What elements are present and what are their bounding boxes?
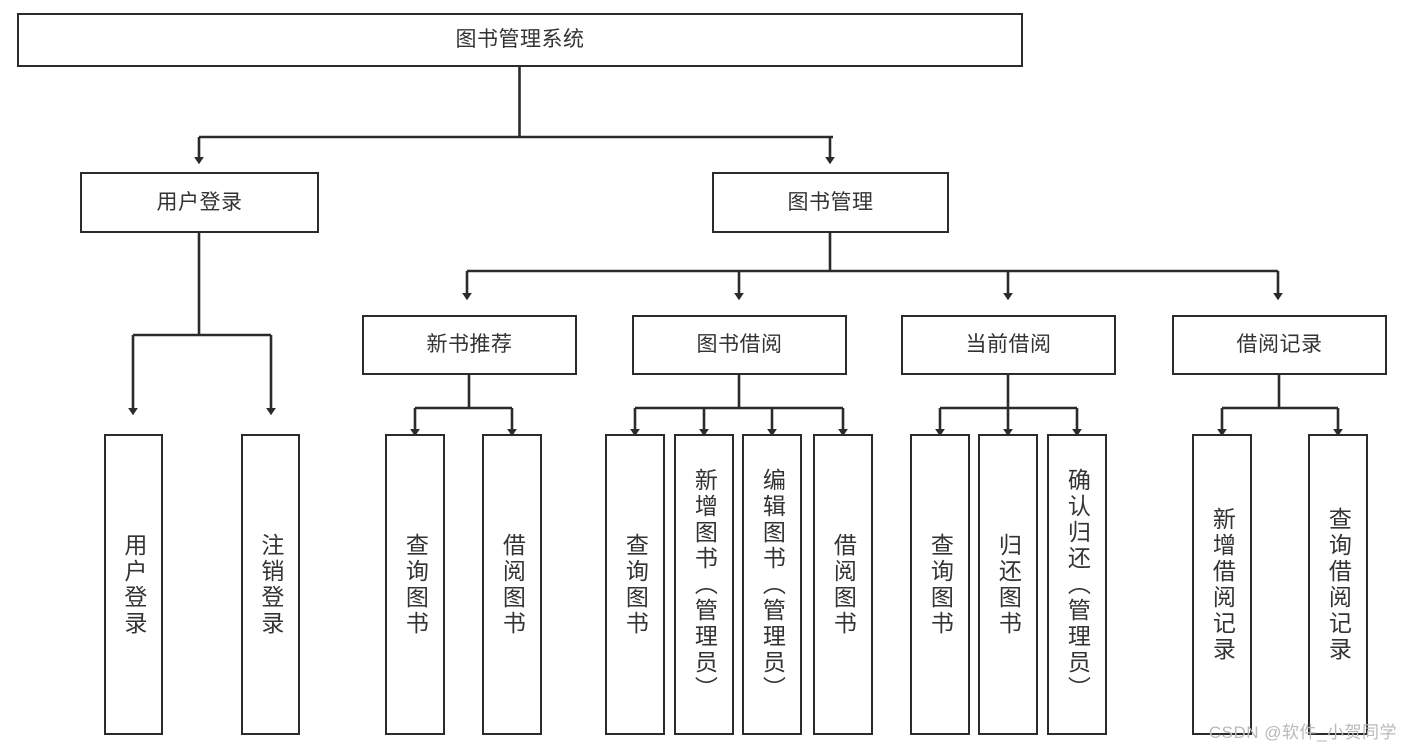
leaf-current-return-book[interactable]: 归还图书 <box>978 434 1038 735</box>
leaf-user-login[interactable]: 用户登录 <box>104 434 163 735</box>
node-book-borrow[interactable]: 图书借阅 <box>632 315 847 375</box>
leaf-current-query-book[interactable]: 查询图书 <box>910 434 970 735</box>
leaf-recommend-borrow-book[interactable]: 借阅图书 <box>482 434 542 735</box>
node-label: 图书管理系统 <box>455 28 585 52</box>
node-borrow-record[interactable]: 借阅记录 <box>1172 315 1387 375</box>
node-label: 查询借阅记录 <box>1325 506 1352 663</box>
node-current-borrow[interactable]: 当前借阅 <box>901 315 1116 375</box>
node-label: 查询图书 <box>927 532 954 637</box>
node-label: 图书借阅 <box>696 333 783 357</box>
leaf-recommend-query-book[interactable]: 查询图书 <box>385 434 445 735</box>
node-label: 用户登录 <box>120 532 147 637</box>
node-label: 注销登录 <box>257 532 284 637</box>
node-label: 查询图书 <box>622 532 649 637</box>
node-new-book-recommend[interactable]: 新书推荐 <box>362 315 577 375</box>
node-book-management[interactable]: 图书管理 <box>712 172 949 233</box>
node-label: 查询图书 <box>402 532 429 637</box>
node-root-system[interactable]: 图书管理系统 <box>17 13 1023 67</box>
node-label: 新增图书（管理员） <box>691 467 718 702</box>
leaf-current-confirm-return-admin[interactable]: 确认归还（管理员） <box>1047 434 1107 735</box>
node-label: 借阅图书 <box>830 532 857 637</box>
node-label: 图书管理 <box>787 190 874 214</box>
node-label: 借阅图书 <box>499 532 526 637</box>
node-label: 新增借阅记录 <box>1209 506 1236 663</box>
node-label: 新书推荐 <box>426 333 513 357</box>
leaf-borrow-borrow-book[interactable]: 借阅图书 <box>813 434 873 735</box>
node-label: 确认归还（管理员） <box>1064 467 1091 702</box>
node-label: 归还图书 <box>995 532 1022 637</box>
watermark-text: CSDN @软件_小贺同学 <box>1208 723 1397 742</box>
node-user-login[interactable]: 用户登录 <box>80 172 319 233</box>
leaf-user-logout[interactable]: 注销登录 <box>241 434 300 735</box>
leaf-record-add-borrow-record[interactable]: 新增借阅记录 <box>1192 434 1252 735</box>
node-label: 编辑图书（管理员） <box>759 467 786 702</box>
leaf-borrow-query-book[interactable]: 查询图书 <box>605 434 665 735</box>
node-label: 当前借阅 <box>965 333 1052 357</box>
node-label: 借阅记录 <box>1236 333 1323 357</box>
node-label: 用户登录 <box>156 190 243 214</box>
leaf-record-query-borrow-record[interactable]: 查询借阅记录 <box>1308 434 1368 735</box>
leaf-borrow-add-book-admin[interactable]: 新增图书（管理员） <box>674 434 734 735</box>
leaf-borrow-edit-book-admin[interactable]: 编辑图书（管理员） <box>742 434 802 735</box>
